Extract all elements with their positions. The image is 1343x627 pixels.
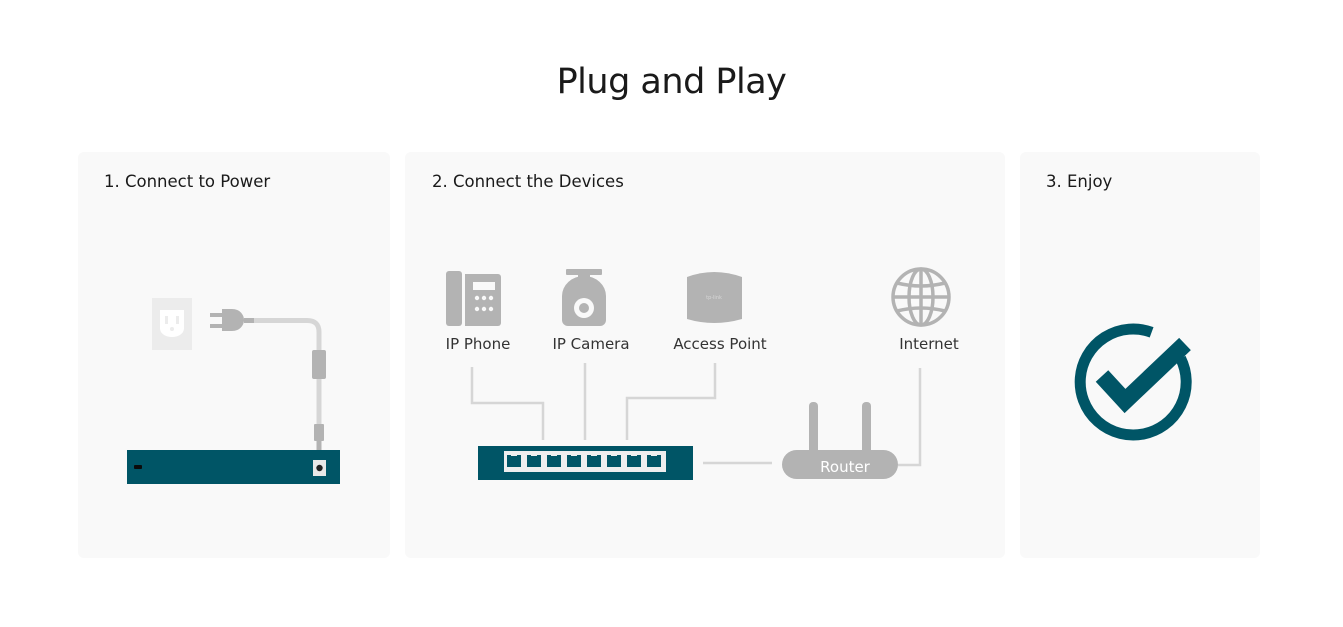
step-label: 3. Enjoy [1046, 172, 1113, 191]
router-label: Router [820, 458, 871, 476]
ip-phone-icon [446, 271, 501, 326]
access-point-label: Access Point [673, 335, 766, 353]
power-plug-icon [210, 309, 254, 331]
step-panel-enjoy: 3. Enjoy [1020, 152, 1260, 558]
router-icon [782, 402, 898, 479]
globe-icon [891, 267, 951, 327]
page-title: Plug and Play [556, 62, 787, 102]
svg-text:tp-link: tp-link [706, 295, 722, 301]
internet-label: Internet [899, 335, 959, 353]
step-panel-connect-devices: 2. Connect the Devices [405, 152, 1005, 558]
switch-icon [478, 446, 693, 480]
ip-camera-icon [562, 269, 606, 326]
step-label: 1. Connect to Power [104, 172, 271, 191]
checkmark-icon [1074, 323, 1192, 441]
ip-camera-label: IP Camera [552, 335, 629, 353]
step-label: 2. Connect the Devices [432, 172, 624, 191]
power-cable [254, 318, 326, 450]
step-panel-connect-power: 1. Connect to Power [78, 152, 390, 558]
connection-lines [470, 363, 922, 467]
power-outlet-icon [152, 298, 192, 350]
switch-rear-icon [127, 450, 340, 484]
access-point-icon: tp-link [687, 272, 742, 323]
ip-phone-label: IP Phone [446, 335, 511, 353]
